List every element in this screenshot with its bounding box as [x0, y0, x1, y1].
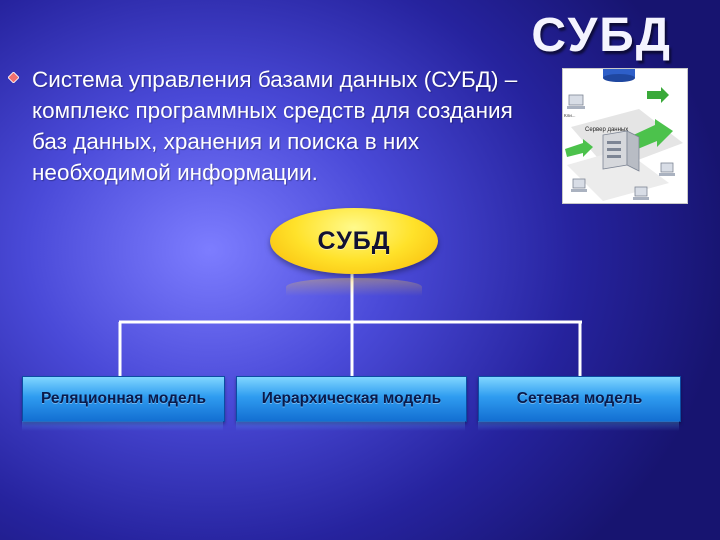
server-icon [602, 130, 640, 172]
child-node-network: Сетевая модель [478, 376, 681, 422]
diamond-bullet-icon [8, 72, 19, 83]
child-node-hierarchical: Иерархическая модель [236, 376, 467, 422]
arrow-icon [565, 139, 593, 157]
arrow-icon [629, 119, 673, 151]
child-reflection [478, 421, 679, 431]
definition-text: Система управления базами данных (СУБД) … [32, 67, 518, 185]
svg-text:Кли...: Кли... [564, 113, 576, 118]
bullet-item: Система управления базами данных (СУБД) … [8, 64, 538, 188]
root-reflection [286, 278, 422, 296]
computer-icon [571, 178, 587, 192]
root-node: СУБД [270, 208, 438, 274]
child-label-relational: Реляционная модель [40, 390, 207, 407]
network-illustration: Кли... Сервер данных [562, 68, 688, 204]
computer-icon [567, 94, 585, 109]
slide-title: СУБД [531, 9, 672, 62]
database-icon [603, 69, 635, 82]
child-label-network: Сетевая модель [516, 390, 643, 407]
child-label-hierarchical: Иерархическая модель [261, 390, 442, 407]
computer-icon [633, 186, 649, 200]
child-node-relational: Реляционная модель [22, 376, 225, 422]
child-reflection [236, 421, 465, 431]
arrow-icon [647, 87, 669, 103]
server-label: Сервер данных [585, 127, 628, 133]
root-label: СУБД [317, 226, 391, 255]
child-reflection [22, 421, 223, 431]
computer-icon [659, 162, 675, 176]
